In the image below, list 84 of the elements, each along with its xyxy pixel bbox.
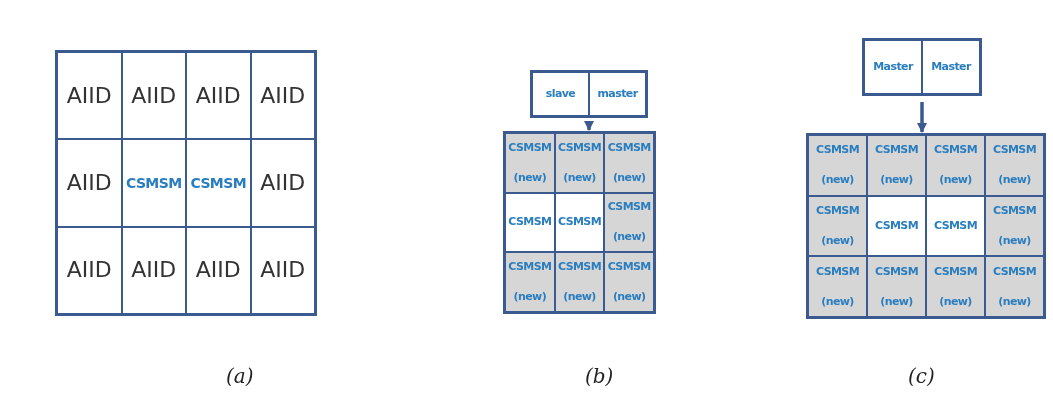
grid-cell [867, 135, 926, 196]
grid-cell [864, 40, 922, 94]
grid-cell [57, 52, 122, 140]
cell-label: CSMSM (new) [607, 139, 651, 186]
grid-frame [806, 133, 1046, 319]
cell-label: CSMSM [557, 214, 601, 231]
panel-caption: (b) [585, 364, 614, 388]
grid-cell [554, 133, 605, 193]
grid-cell [121, 226, 186, 314]
cell-label: CSMSM [508, 214, 552, 231]
cell-label: CSMSM (new) [993, 263, 1036, 310]
grid-cell [604, 133, 654, 193]
pair-box [862, 38, 982, 96]
cell-label: AIID [66, 257, 112, 284]
cell-label: CSMSM (new) [816, 142, 859, 189]
cell-label: Master [931, 60, 971, 74]
cell-label: CSMSM (new) [557, 259, 601, 306]
grid-cell [505, 133, 555, 193]
cell-label: AIID [195, 257, 241, 284]
cell-label: CSMSM (new) [934, 142, 977, 189]
pair-box [530, 70, 648, 118]
cell-label: CSMSM [125, 174, 182, 193]
grid-cell [554, 252, 605, 312]
grid-cell [926, 135, 985, 196]
cell-label: master [597, 87, 638, 101]
grid-cell [808, 256, 867, 317]
cell-label: AIID [260, 170, 306, 196]
grid-frame [503, 131, 656, 314]
panel-caption: (a) [226, 364, 254, 388]
grid-cell [926, 195, 985, 257]
cell-label: CSMSM (new) [875, 142, 918, 189]
cell-label: CSMSM (new) [875, 263, 918, 310]
panel-caption: (c) [908, 364, 935, 388]
cell-label: CSMSM (new) [993, 203, 1036, 249]
grid-cell [554, 192, 605, 253]
grid-cell [250, 52, 315, 140]
cell-label: CSMSM (new) [607, 259, 651, 306]
cell-label: CSMSM (new) [508, 139, 552, 186]
grid-cell [808, 195, 867, 257]
cell-label: Master [873, 60, 913, 74]
cell-label: AIID [260, 257, 306, 284]
grid-cell [186, 52, 251, 140]
grid-cell [121, 52, 186, 140]
grid-cell [867, 256, 926, 317]
grid-cell [808, 135, 867, 196]
grid-cell [186, 139, 251, 227]
cell-label: AIID [260, 82, 306, 109]
grid-cell [57, 139, 122, 227]
grid-cell [867, 195, 926, 257]
arrow [916, 102, 928, 134]
grid-frame [55, 50, 317, 316]
cell-label: AIID [66, 170, 112, 196]
grid-cell [985, 195, 1044, 257]
grid-cell [922, 40, 980, 94]
cell-label: CSMSM (new) [993, 142, 1036, 189]
grid-cell [926, 256, 985, 317]
grid-cell [57, 226, 122, 314]
cell-label: CSMSM (new) [934, 263, 977, 310]
grid-cell [532, 72, 589, 116]
grid-cell [250, 226, 315, 314]
cell-label: CSMSM (new) [816, 203, 859, 249]
grid-cell [985, 135, 1044, 196]
cell-label: AIID [131, 82, 177, 109]
cell-label: CSMSM (new) [508, 259, 552, 306]
grid-cell [121, 139, 186, 227]
grid-cell [604, 252, 654, 312]
grid-cell [186, 226, 251, 314]
cell-label: CSMSM [190, 174, 247, 193]
cell-label: CSMSM (new) [816, 263, 859, 310]
cell-label: CSMSM (new) [557, 139, 601, 186]
cell-label: AIID [66, 82, 112, 109]
grid-cell [250, 139, 315, 227]
grid-cell [505, 192, 555, 253]
grid-cell [604, 192, 654, 253]
grid-cell [985, 256, 1044, 317]
cell-label: CSMSM (new) [607, 199, 651, 246]
cell-label: CSMSM [875, 218, 918, 234]
grid-cell [589, 72, 646, 116]
cell-label: AIID [195, 82, 241, 109]
arrow [583, 120, 595, 132]
cell-label: CSMSM [934, 218, 977, 234]
cell-label: AIID [131, 257, 177, 284]
cell-label: slave [545, 87, 576, 101]
grid-cell [505, 252, 555, 312]
